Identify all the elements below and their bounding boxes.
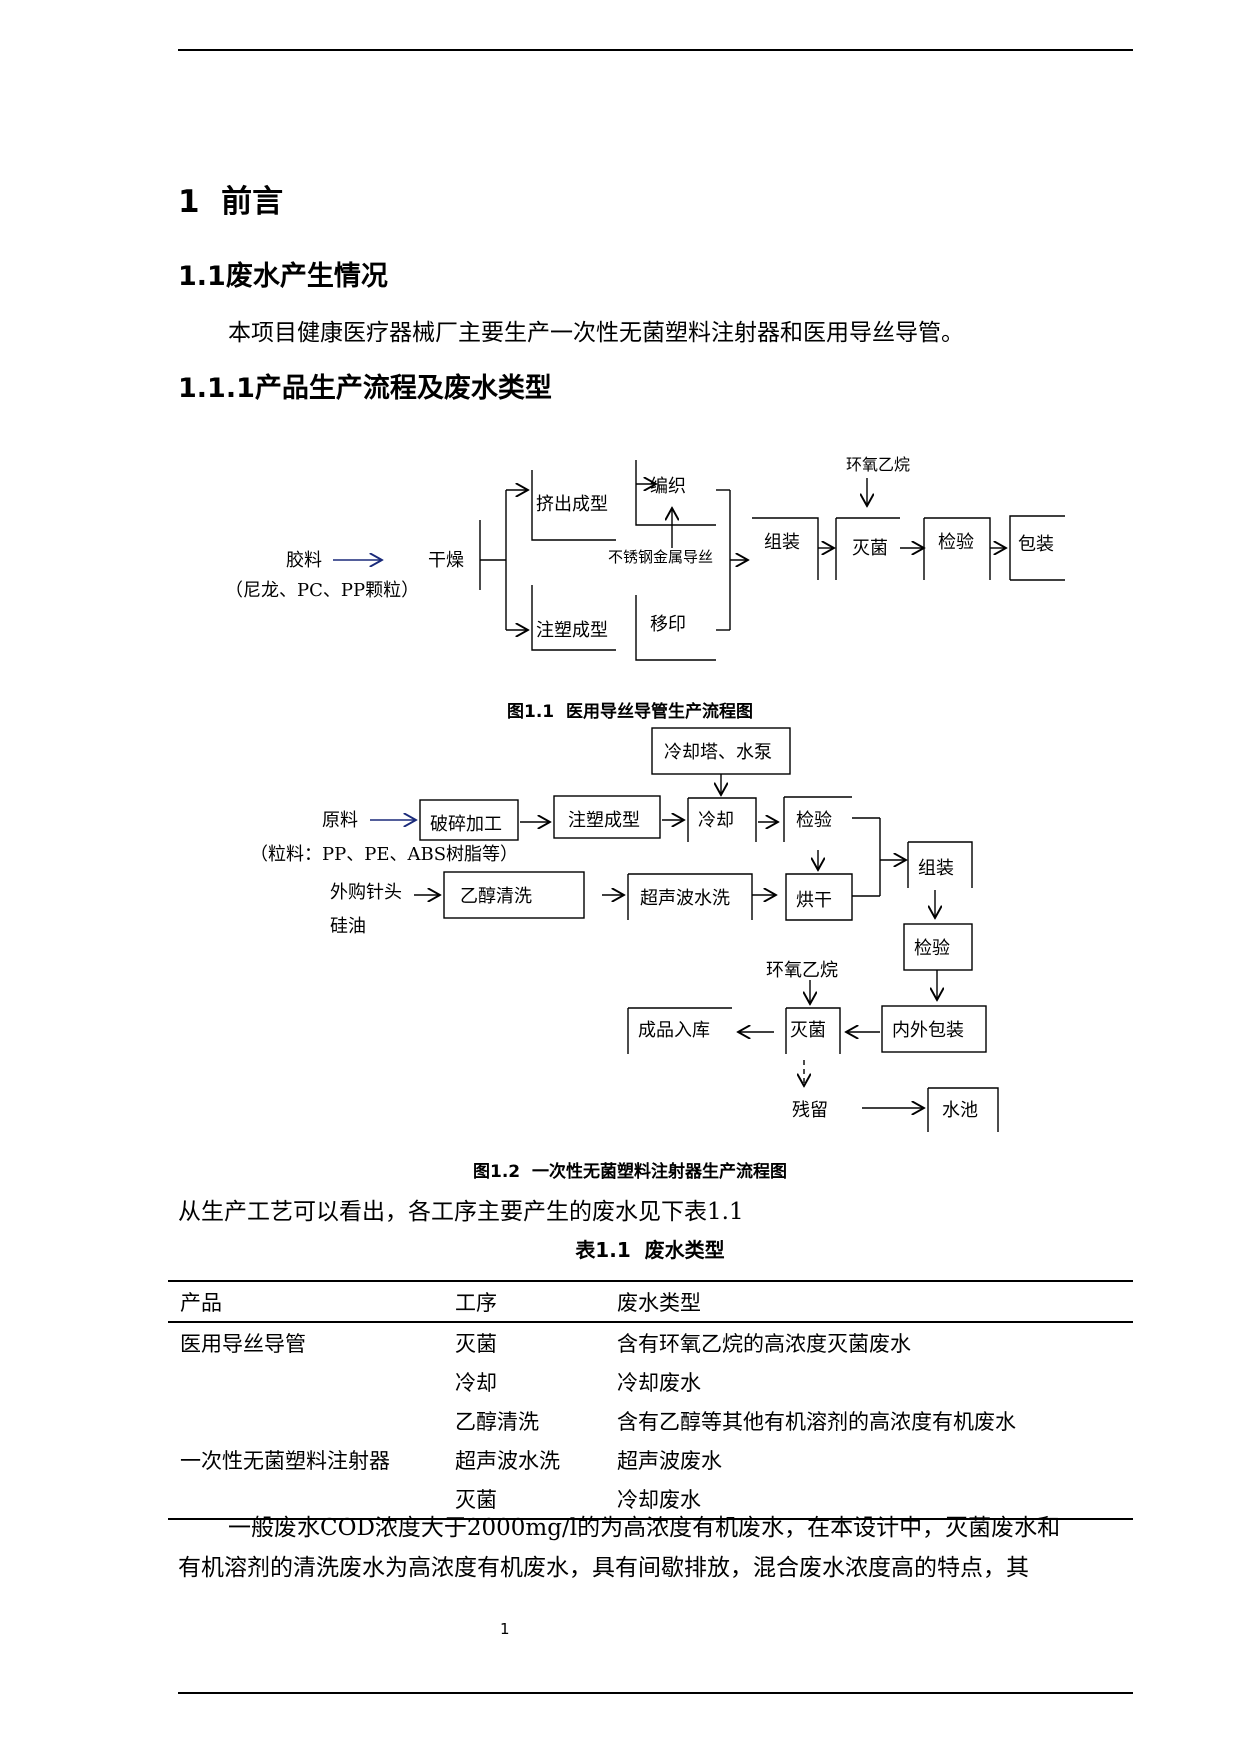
table-row: 乙醇清洗 含有乙醇等其他有机溶剂的高浓度有机废水 [168,1401,1133,1440]
table-cell: 乙醇清洗 [455,1409,539,1434]
node-raw-note: （尼龙、PC、PP颗粒） [225,580,419,601]
node-assemble: 组装 [764,532,800,553]
flowchart-syringe: 冷却塔、水泵 原料 （粒料：PP、PE、ABS树脂等） 破碎加工 注塑成型 冷却… [250,727,999,1132]
table-cell: 灭菌 [455,1487,497,1512]
paragraph-line-1: 一般废水COD浓度大于2000mg/l的为高浓度有机废水，在本设计中，灭菌废水和 [228,1515,1061,1541]
intro-paragraph: 本项目健康医疗器械厂主要生产一次性无菌塑料注射器和医用导丝导管。 [228,320,964,346]
wastewater-table: 产品 工序 废水类型 医用导丝导管 灭菌 含有环氧乙烷的高浓度灭菌废水 冷却 冷… [168,1280,1133,1520]
node-sterilize: 灭菌 [852,538,888,559]
node-pool: 水池 [942,1100,978,1121]
node-print: 移印 [650,614,686,635]
lead-text: 从生产工艺可以看出，各工序主要产生的废水见下表1.1 [178,1199,744,1225]
heading-2: 1.1废水产生情况 [178,261,388,292]
table-cell: 一次性无菌塑料注射器 [180,1448,390,1473]
node-raw-note: （粒料：PP、PE、ABS树脂等） [250,844,518,865]
table-row: 灭菌 冷却废水 [168,1479,1133,1519]
paragraph-line-2: 有机溶剂的清洗废水为高浓度有机废水，具有间歇排放，混合废水浓度高的特点，其 [178,1555,1029,1581]
node-cool: 冷却 [698,810,734,831]
figure2-caption: 图1.2 一次性无菌塑料注射器生产流程图 [473,1162,787,1182]
heading-3: 1.1.1产品生产流程及废水类型 [178,373,552,404]
table-cell: 含有乙醇等其他有机溶剂的高浓度有机废水 [617,1409,1016,1434]
heading-1: 1 前言 [178,184,284,220]
node-pack: 包装 [1018,534,1054,555]
table-cell: 冷却废水 [617,1487,701,1512]
node-residue: 残留 [792,1100,828,1121]
node-pack: 内外包装 [892,1020,964,1041]
table-cell: 医用导丝导管 [180,1331,306,1356]
node-inspect: 检验 [938,532,974,553]
node-crush: 破碎加工 [430,814,502,835]
table-cell: 冷却废水 [617,1370,701,1395]
page-number: 1 [500,1620,510,1638]
table-header-cell: 产品 [180,1290,222,1315]
node-extrude: 挤出成型 [536,494,608,515]
table-cell: 冷却 [455,1370,497,1395]
node-ethanol: 乙醇清洗 [460,886,532,907]
node-needle: 外购针头 [330,882,402,903]
node-dry: 干燥 [428,550,464,571]
node-wire: 不锈钢金属导丝 [608,548,713,566]
table-row: 医用导丝导管 灭菌 含有环氧乙烷的高浓度灭菌废水 [168,1322,1133,1362]
node-raw-material: 胶料 [286,550,322,571]
node-raw-material: 原料 [322,810,358,831]
figure1-caption: 图1.1 医用导丝导管生产流程图 [507,702,753,722]
node-inject: 注塑成型 [568,810,640,831]
table-row: 一次性无菌塑料注射器 超声波水洗 超声波废水 [168,1440,1133,1479]
flowchart-catheter: 胶料 （尼龙、PC、PP颗粒） 干燥 挤出成型 注塑成型 编织 不锈钢金属导丝 … [225,455,1065,661]
table-header-cell: 工序 [455,1290,497,1315]
table-cell: 超声波水洗 [455,1448,560,1473]
table-caption: 表1.1 废水类型 [575,1238,725,1262]
table-cell: 超声波废水 [617,1448,722,1473]
node-tower: 冷却塔、水泵 [664,742,772,763]
node-eo: 环氧乙烷 [766,960,838,981]
footer-rule [178,1692,1133,1694]
node-inspect: 检验 [796,810,832,831]
node-dry: 烘干 [796,890,832,911]
table-header-row: 产品 工序 废水类型 [168,1281,1133,1322]
table-cell [168,1362,443,1401]
node-inspect2: 检验 [914,938,950,959]
node-sterilize: 灭菌 [790,1020,826,1041]
node-assemble: 组装 [918,858,954,879]
table-cell [168,1401,443,1440]
table-cell: 灭菌 [455,1331,497,1356]
node-ultra: 超声波水洗 [640,888,730,909]
table-header-cell: 废水类型 [617,1290,701,1315]
node-store: 成品入库 [638,1020,710,1041]
table-row: 冷却 冷却废水 [168,1362,1133,1401]
node-inject: 注塑成型 [536,620,608,641]
node-silicone: 硅油 [330,916,366,937]
node-weave: 编织 [650,476,686,497]
header-rule [178,49,1133,51]
node-eo: 环氧乙烷 [846,455,910,474]
table-cell: 含有环氧乙烷的高浓度灭菌废水 [617,1331,911,1356]
